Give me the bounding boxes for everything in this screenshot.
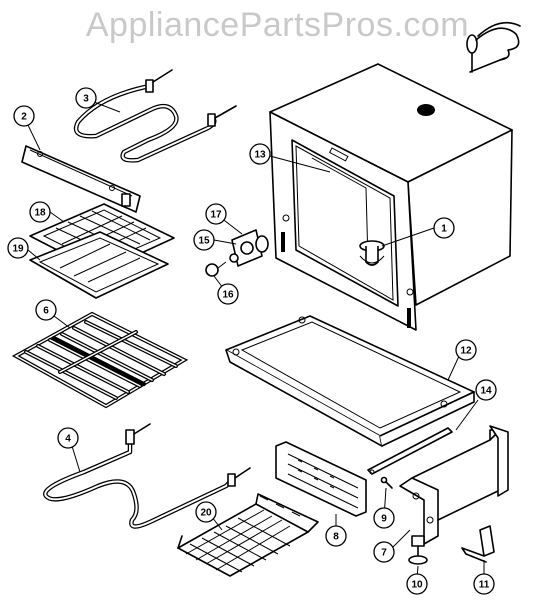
callout-2: 2 [13, 105, 35, 127]
callout-13: 13 [249, 143, 271, 165]
rail-rod [367, 427, 453, 475]
callout-label: 9 [381, 514, 387, 525]
callout-label: 15 [198, 236, 210, 247]
anti-tip-bracket [461, 525, 495, 563]
callout-label: 14 [480, 386, 492, 397]
broil-element [73, 69, 237, 163]
wire-rack [177, 493, 319, 577]
callout-label: 1 [441, 224, 447, 235]
callout-label: 18 [34, 208, 46, 219]
callout-11: 11 [473, 573, 495, 595]
callout-label: 10 [411, 580, 423, 591]
callout-label: 7 [381, 548, 387, 559]
callout-label: 8 [333, 532, 339, 543]
callout-14: 14 [475, 379, 497, 401]
callout-12: 12 [455, 339, 477, 361]
callout-label: 19 [12, 244, 24, 255]
oven-rack [11, 311, 189, 409]
callout-6: 6 [35, 299, 57, 321]
leveling-leg [408, 535, 428, 565]
igniter-assembly [205, 229, 269, 277]
callout-17: 17 [205, 203, 227, 225]
callout-10: 10 [406, 573, 428, 595]
bottom-tray [225, 315, 475, 447]
callout-8: 8 [325, 525, 347, 547]
rear-bracket [21, 145, 141, 213]
callout-7: 7 [373, 541, 395, 563]
callout-15: 15 [193, 229, 215, 251]
broiler-pan [29, 231, 169, 299]
callout-label: 12 [460, 346, 472, 357]
callout-4: 4 [57, 427, 79, 449]
callout-label: 4 [65, 434, 71, 445]
callout-18: 18 [29, 201, 51, 223]
callout-3: 3 [75, 87, 97, 109]
toe-kick-panel [275, 441, 367, 517]
callout-label: 13 [254, 150, 266, 161]
callout-19: 19 [7, 237, 29, 259]
callout-9: 9 [373, 507, 395, 529]
callout-label: 11 [479, 580, 490, 591]
bake-element [43, 423, 251, 529]
drawer-bracket [399, 425, 509, 545]
callout-label: 20 [200, 508, 212, 519]
callout-16: 16 [217, 283, 239, 305]
callout-20: 20 [195, 501, 217, 523]
callout-label: 2 [21, 112, 27, 123]
callout-label: 17 [210, 210, 222, 221]
watermark: AppliancePartsPros.com [85, 6, 470, 44]
screw [380, 476, 393, 489]
callout-label: 3 [83, 94, 89, 105]
callout-1: 1 [433, 217, 455, 239]
oven-cavity [269, 63, 513, 331]
callout-label: 6 [43, 306, 49, 317]
callout-label: 16 [222, 290, 234, 301]
temperature-sensor [466, 21, 521, 73]
